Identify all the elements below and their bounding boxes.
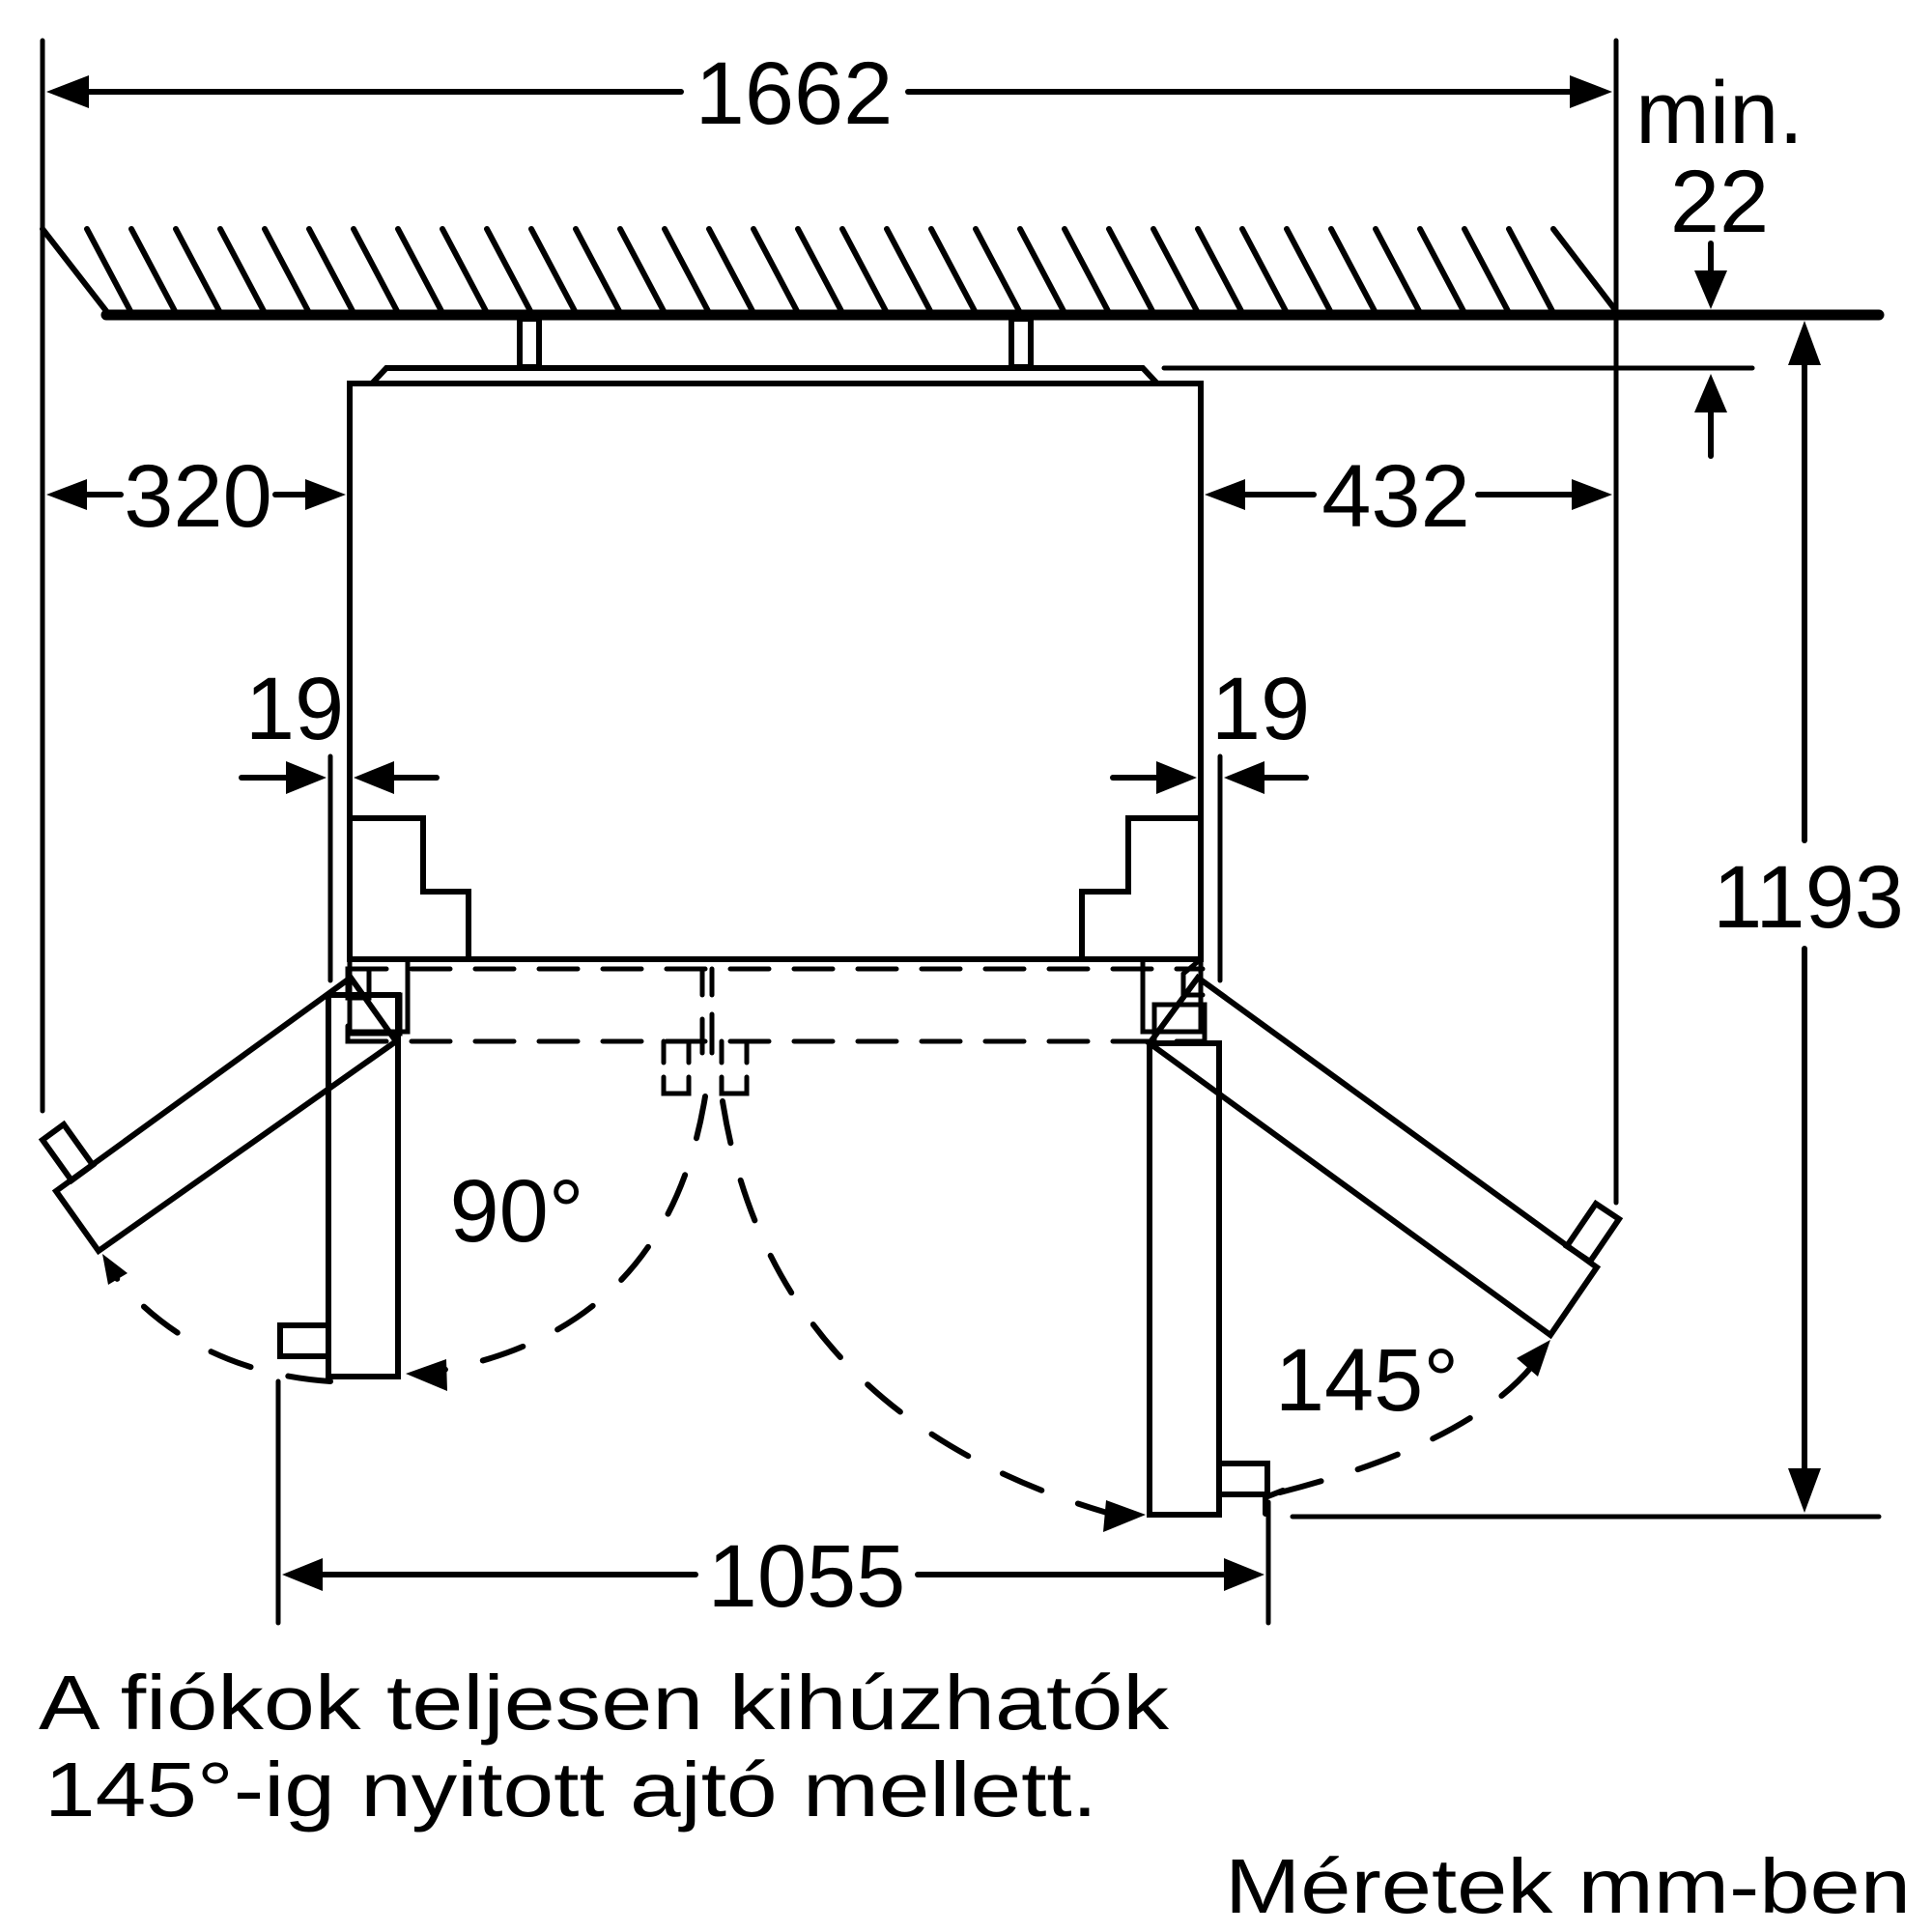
wall-spacer-left xyxy=(517,316,542,370)
right-door-handle-open xyxy=(1562,1199,1624,1266)
arrowheads xyxy=(46,75,1821,1591)
door-swing-outlines xyxy=(345,956,1208,1096)
dimension-lines xyxy=(84,89,1807,1577)
dim-right-door-offset: 19 xyxy=(1211,660,1310,758)
left-door xyxy=(38,973,708,1384)
dim-overall-width: 1662 xyxy=(696,44,894,143)
notes: A fiókok teljesen kihúzhatók 145°-ig nyi… xyxy=(39,1660,1911,1929)
left-door-open xyxy=(51,973,401,1256)
dim-right-clearance: 432 xyxy=(1321,447,1470,546)
right-door-closed xyxy=(1147,1040,1222,1518)
angle-labels: 90° 145° xyxy=(449,1162,1459,1430)
dim-depth-door-open: 1193 xyxy=(1713,848,1904,947)
dimension-labels: 1662 min. 22 320 432 19 19 1193 1055 xyxy=(124,44,1904,1626)
right-door-handle-closed xyxy=(1216,1461,1270,1497)
right-door xyxy=(720,973,1624,1520)
dim-left-clearance: 320 xyxy=(124,447,272,546)
drawer-note-line2: 145°-ig nyitott ajtó mellett. xyxy=(44,1747,1097,1833)
appliance-cabinet xyxy=(327,316,1223,983)
left-door-handle-open xyxy=(38,1120,98,1185)
angle-left-door: 90° xyxy=(449,1162,583,1261)
dim-door-span-open: 1055 xyxy=(708,1527,906,1626)
left-door-handle-closed xyxy=(277,1322,331,1359)
right-door-open xyxy=(1145,973,1602,1340)
dim-wall-gap-value: 22 xyxy=(1670,153,1769,251)
wall xyxy=(40,226,1885,321)
wall-hatching xyxy=(40,226,1619,314)
left-door-closed xyxy=(326,992,401,1379)
wall-spacer-right xyxy=(1009,316,1034,370)
angle-right-door: 145° xyxy=(1275,1331,1459,1430)
cabinet-body xyxy=(347,381,1204,962)
dim-wall-gap-prefix: min. xyxy=(1635,64,1804,162)
extension-lines xyxy=(40,38,1882,1626)
units-note: Méretek mm-ben xyxy=(1225,1843,1911,1929)
drawer-note-line1: A fiókok teljesen kihúzhatók xyxy=(39,1660,1170,1746)
dim-left-door-offset: 19 xyxy=(245,660,344,758)
